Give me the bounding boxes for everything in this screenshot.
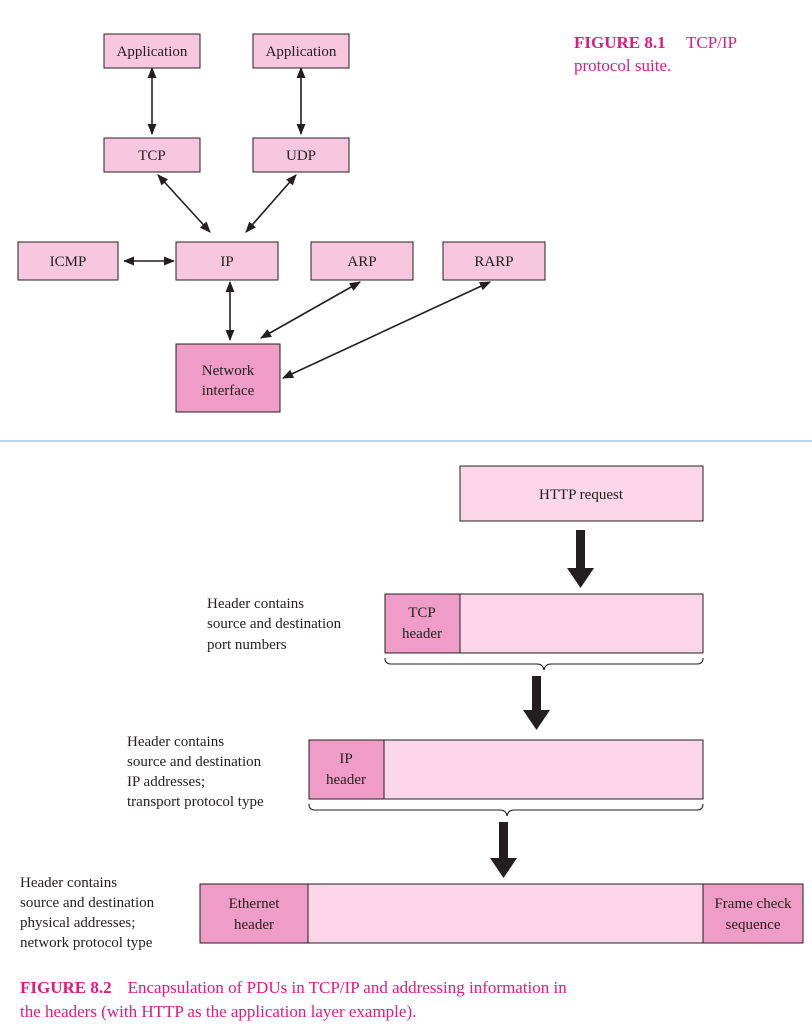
tcp-segment: TCP header (384, 593, 704, 654)
eth-note-line1: Header contains (20, 875, 117, 891)
icmp-label: ICMP (50, 254, 87, 270)
application-left-label: Application (117, 44, 188, 60)
ip-header-line1: IP (339, 751, 352, 767)
ethernet-header-line2: header (234, 917, 274, 933)
frame-check-sequence-box (702, 883, 804, 944)
tcp-note-line1: Header contains (207, 596, 304, 612)
tcp-box: TCP (103, 137, 201, 173)
fcs-line1: Frame check (714, 896, 792, 912)
udp-box: UDP (252, 137, 350, 173)
tcp-header-line1: TCP (408, 605, 436, 621)
figure-8-2-number: FIGURE 8.2 (20, 978, 112, 997)
ip-brace (308, 803, 704, 817)
ethernet-header-line1: Ethernet (229, 896, 281, 912)
rarp-box: RARP (442, 241, 546, 281)
ethernet-frame: Ethernet header Frame check sequence (199, 883, 804, 944)
ip-label: IP (220, 254, 233, 270)
figure-8-2: HTTP request TCP header Header contains … (20, 465, 804, 1021)
fcs-line2: sequence (726, 917, 781, 933)
figure-8-1-caption-line1: TCP/IP (686, 33, 737, 52)
icmp-box: ICMP (17, 241, 119, 281)
ip-header-note: Header contains source and destination I… (127, 734, 264, 810)
ip-note-line4: transport protocol type (127, 794, 264, 810)
ip-box: IP (175, 241, 279, 281)
tcp-note-line3: port numbers (207, 637, 287, 653)
figure-8-1-number: FIGURE 8.1 (574, 33, 666, 52)
tcp-header-note: Header contains source and destination p… (207, 596, 342, 653)
figure-8-2-caption-line1: FIGURE 8.2 Encapsulation of PDUs in TCP/… (20, 978, 567, 997)
network-interface-box: Network interface (175, 343, 281, 413)
tcp-note-line2: source and destination (207, 616, 342, 632)
application-right-label: Application (266, 44, 337, 60)
rarp-label: RARP (474, 254, 513, 270)
network-interface-label-line2: interface (202, 383, 255, 399)
figure-8-1: Application Application TCP UDP ICMP IP … (17, 33, 737, 413)
ethernet-header-box (199, 883, 309, 944)
figure-8-1-caption-line2: protocol suite. (574, 56, 671, 75)
eth-note-line2: source and destination (20, 895, 155, 911)
tcp-brace (384, 657, 704, 671)
application-left-box: Application (103, 33, 201, 69)
tcp-header-box (384, 593, 461, 654)
ip-note-line3: IP addresses; (127, 774, 205, 790)
http-request-label: HTTP request (539, 487, 624, 503)
udp-label: UDP (286, 148, 316, 164)
tcp-header-line2: header (402, 626, 442, 642)
ip-header-line2: header (326, 772, 366, 788)
down-arrow-2 (523, 676, 550, 730)
down-arrow-1 (567, 530, 594, 588)
eth-note-line4: network protocol type (20, 935, 153, 951)
application-right-box: Application (252, 33, 350, 69)
arp-label: ARP (347, 254, 376, 270)
arp-box: ARP (310, 241, 414, 281)
ip-note-line1: Header contains (127, 734, 224, 750)
down-arrow-3 (490, 822, 517, 878)
eth-note-line3: physical addresses; (20, 915, 135, 931)
figure-8-2-caption-line2: the headers (with HTTP as the applicatio… (20, 1002, 416, 1021)
arrow-netif-rarp (281, 281, 492, 379)
http-request-box: HTTP request (459, 465, 704, 522)
arrow-tcp-ip (157, 174, 211, 233)
tcp-label: TCP (138, 148, 166, 164)
arrow-netif-arp (260, 281, 361, 339)
ip-datagram: IP header (308, 739, 704, 800)
ethernet-header-note: Header contains source and destination p… (20, 875, 155, 951)
figure-8-2-caption-text: Encapsulation of PDUs in TCP/IP and addr… (128, 978, 568, 997)
network-interface-label-line1: Network (202, 363, 255, 379)
arrow-udp-ip (245, 174, 297, 233)
ip-header-box (308, 739, 385, 800)
ip-note-line2: source and destination (127, 754, 262, 770)
